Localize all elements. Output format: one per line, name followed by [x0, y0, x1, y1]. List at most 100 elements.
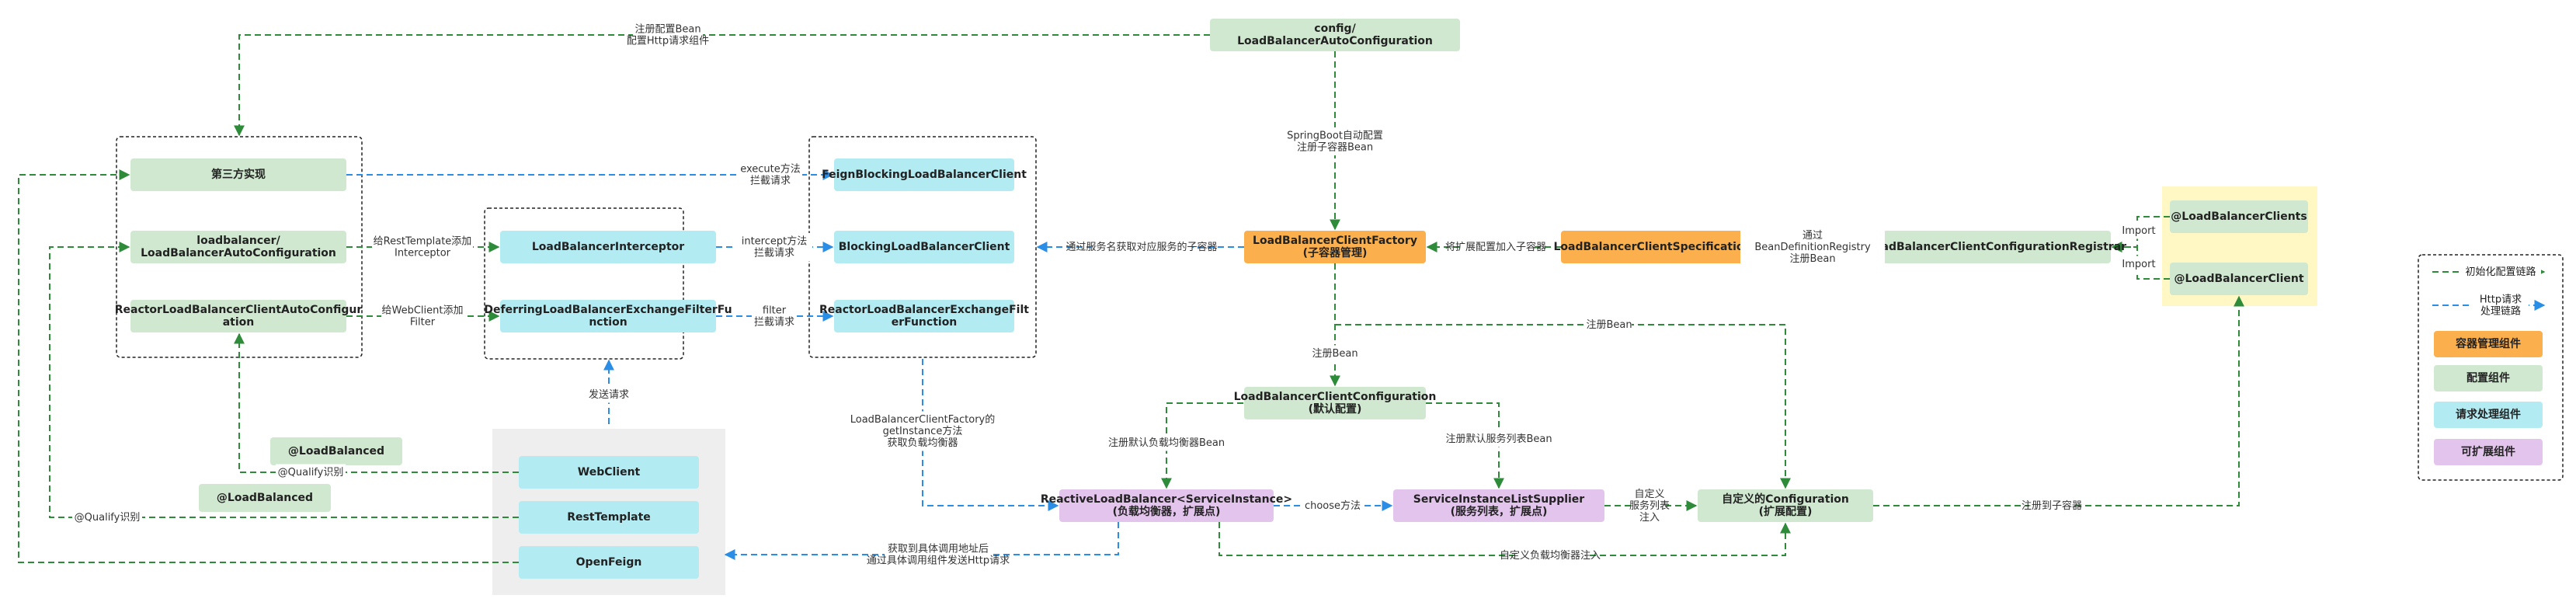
label-get-subcontainer-bg — [1091, 238, 1192, 256]
edge-top-to-autoconfig-group — [234, 34, 1210, 137]
label-register-bean-1: 注册Bean — [1312, 348, 1358, 360]
legend-init-label: 初始化配置链路 — [2465, 266, 2536, 278]
supplier-node: ServiceInstanceListSupplier(服务列表，扩展点) — [1393, 489, 1604, 522]
client-factory-node: LoadBalancerClientFactory(子容器管理) — [1244, 231, 1426, 263]
legend-container-mgmt-label: 容器管理组件 — [2455, 337, 2521, 350]
label-register-bean-1-bg — [1312, 345, 1358, 362]
client-spec-node-box — [1561, 231, 1744, 263]
autoconfig-top-node-box — [1210, 19, 1460, 51]
ann-client-node: @LoadBalancerClient — [2170, 263, 2308, 295]
webclient-node-box — [519, 456, 699, 489]
custom-config-node-label: 自定义的Configuration(扩展配置) — [1722, 492, 1849, 518]
label-get-instance-bg — [838, 411, 1007, 451]
label-filter-bg — [752, 302, 797, 330]
third-party-node-box — [130, 158, 346, 191]
label-execute-bg — [739, 161, 802, 189]
loadbalanced-annotation-2-box — [199, 484, 331, 512]
lb-interceptor-node-label: LoadBalancerInterceptor — [532, 241, 684, 253]
legend-init-bg — [2460, 265, 2541, 279]
third-party-node: 第三方实现 — [130, 158, 346, 191]
reactive-lb-node: ReactiveLoadBalancer<ServiceInstance>(负载… — [1041, 489, 1292, 522]
nodes-layer: config/LoadBalancerAutoConfiguration 第三方实… — [115, 19, 2308, 579]
legend-ext-comp-label: 可扩展组件 — [2461, 445, 2515, 458]
label-register-default-lb-bg — [1122, 434, 1211, 451]
label-add-resttemplate-bg — [372, 233, 473, 261]
openfeign-node: OpenFeign — [519, 546, 699, 579]
lb-autoconfig-node-box — [130, 231, 346, 263]
client-factory-node-label: LoadBalancerClientFactory(子容器管理) — [1253, 235, 1417, 259]
legend-req-comp-label: 请求处理组件 — [2456, 408, 2521, 421]
label-choose: choose方法 — [1305, 499, 1361, 512]
ann-client-node-box — [2170, 263, 2308, 295]
loadbalanced-annotation-1: @LoadBalanced — [270, 437, 402, 465]
edge-clients-to-reactivelb — [922, 359, 1059, 511]
label-intercept-bg — [736, 233, 812, 261]
edge-ann-client-import — [2111, 242, 2170, 280]
label-register-to-sub: 注册到子容器 — [2022, 499, 2082, 512]
label-intercept: intercept方法拦截请求 — [742, 235, 808, 259]
openfeign-node-label: OpenFeign — [576, 556, 642, 569]
label-custom-lb-inject: 自定义负载均衡器注入 — [1500, 550, 1601, 562]
lb-autoconfig-node-label: loadbalancer/LoadBalancerAutoConfigurati… — [141, 235, 336, 259]
label-register-default-lb: 注册默认负载均衡器Bean — [1108, 437, 1225, 449]
resttemplate-node-label: RestTemplate — [567, 511, 651, 524]
label-send-request: 发送请求 — [589, 388, 629, 401]
loadbalanced-annotation-2-label: @LoadBalanced — [217, 492, 313, 504]
label-register-bean-top-bg — [633, 21, 703, 49]
edges-layer — [18, 34, 2244, 563]
label-register-to-sub-bg — [2029, 497, 2074, 514]
blocking-client-node-label: BlockingLoadBalancerClient — [839, 241, 1010, 253]
label-import-1: Import — [2122, 225, 2155, 237]
client-config-node-label: LoadBalancerClientConfiguration(默认配置) — [1234, 391, 1437, 416]
client-spec-node: LoadBalancerClientSpecification — [1554, 231, 1752, 263]
custom-config-node-box — [1698, 489, 1873, 522]
loadbalanced-annotation-2: @LoadBalanced — [199, 484, 331, 512]
resttemplate-node-box — [519, 501, 699, 534]
feign-client-node-box — [834, 158, 1014, 191]
legend-req-comp-swatch — [2434, 402, 2543, 428]
lb-autoconfig-node: loadbalancer/LoadBalancerAutoConfigurati… — [130, 231, 346, 263]
label-get-address-bg — [885, 541, 992, 569]
loadbalanced-annotation-1-box — [270, 437, 402, 465]
label-get-subcontainer: 通过服务名获取对应服务的子容器 — [1066, 241, 1217, 253]
third-party-node-label: 第三方实现 — [211, 168, 266, 181]
label-add-to-sub-bg — [1461, 238, 1531, 256]
label-import-2-bg — [2116, 256, 2161, 273]
label-import-1-bg — [2116, 222, 2161, 239]
legend-container-mgmt-swatch — [2434, 331, 2543, 357]
supplier-node-box — [1393, 489, 1604, 522]
legend-config-comp-label: 配置组件 — [2466, 371, 2510, 385]
label-qualify-2-bg — [72, 509, 142, 526]
ann-clients-node-box — [2170, 200, 2308, 233]
label-qualify-1-bg — [276, 464, 346, 481]
config-registrar-node-label: LoadBalancerClientConfigurationRegistrar — [1867, 241, 2126, 253]
resttemplate-node: RestTemplate — [519, 501, 699, 534]
client-config-node: LoadBalancerClientConfiguration(默认配置) — [1234, 387, 1437, 419]
autoconfig-top-node-label: config/LoadBalancerAutoConfiguration — [1237, 23, 1433, 47]
label-send-request-bg — [593, 386, 625, 403]
lb-interceptor-node-box — [500, 231, 716, 263]
config-registrar-node-box — [1882, 231, 2111, 263]
label-qualify-1: @Qualify识别 — [278, 467, 344, 478]
label-register-bean-2: 注册Bean — [1586, 319, 1632, 331]
config-registrar-node: LoadBalancerClientConfigurationRegistrar — [1867, 231, 2126, 263]
label-add-webclient-bg — [381, 302, 464, 330]
edge-factory-to-customconfig — [1335, 324, 1791, 489]
group-interceptors — [484, 207, 684, 360]
label-execute: execute方法拦截请求 — [740, 162, 801, 186]
edge-reactivelb-to-openfeign — [724, 522, 1119, 560]
client-spec-node-label: LoadBalancerClientSpecification — [1554, 241, 1752, 253]
legend-ext-comp-swatch — [2434, 439, 2543, 465]
custom-config-node: 自定义的Configuration(扩展配置) — [1698, 489, 1873, 522]
